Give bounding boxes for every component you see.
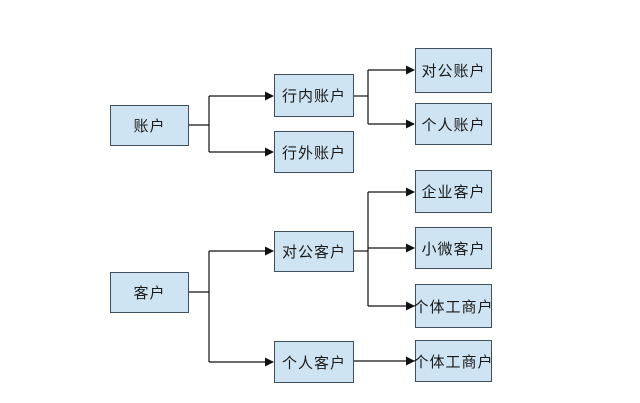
node-enterprise-customer: 企业客户: [415, 170, 492, 213]
node-customer: 客户: [110, 272, 189, 313]
node-corporate-customer: 对公客户: [274, 231, 354, 272]
node-customer-label: 客户: [133, 284, 166, 302]
node-inner-account: 行内账户: [274, 74, 354, 117]
node-inner-account-label: 行内账户: [281, 87, 346, 105]
node-individual-business-2-label: 个体工商户: [413, 352, 494, 371]
node-corporate-account: 对公账户: [415, 48, 492, 93]
node-individual-business-2: 个体工商户: [413, 340, 494, 382]
node-outer-account: 行外账户: [274, 131, 354, 173]
node-personal-customer-label: 个人客户: [281, 353, 346, 372]
node-corporate-account-label: 对公账户: [421, 62, 486, 80]
node-individual-business-1-label: 个体工商户: [413, 297, 494, 316]
node-corporate-customer-label: 对公客户: [281, 243, 346, 261]
node-personal-account-label: 个人账户: [421, 115, 486, 134]
node-personal-account: 个人账户: [415, 103, 492, 145]
node-enterprise-customer-label: 企业客户: [421, 183, 486, 201]
node-account-label: 账户: [133, 117, 166, 135]
node-individual-business-1: 个体工商户: [413, 284, 494, 328]
node-outer-account-label: 行外账户: [281, 143, 346, 162]
node-micro-customer: 小微客户: [415, 227, 492, 269]
node-account: 账户: [110, 105, 189, 146]
node-micro-customer-label: 小微客户: [421, 239, 486, 258]
node-personal-customer: 个人客户: [274, 341, 354, 383]
